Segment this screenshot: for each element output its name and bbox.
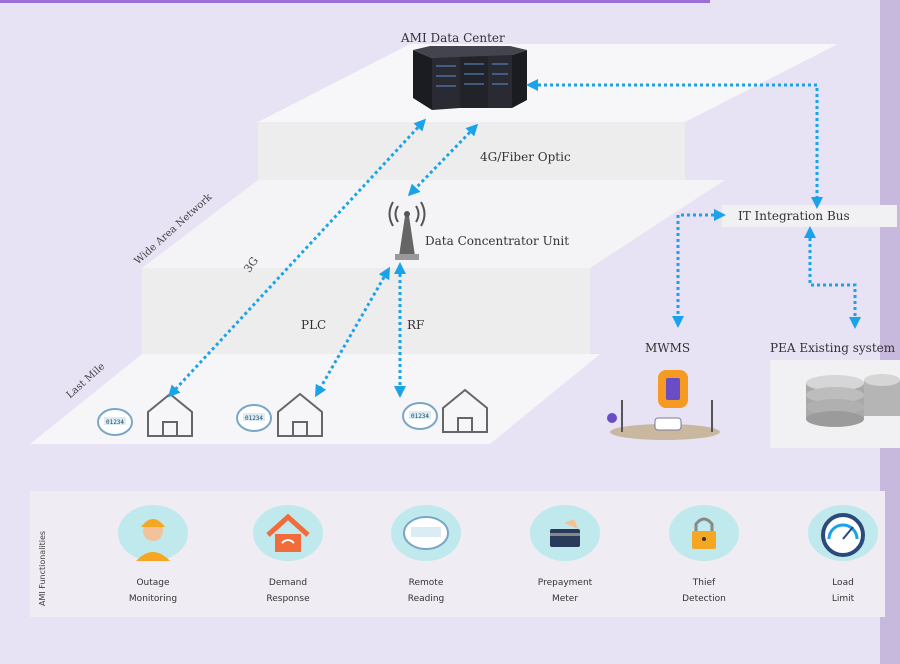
padlock-icon (692, 517, 716, 549)
layer-middle (142, 180, 725, 268)
link-fiber (407, 123, 479, 197)
mwms-field-icon (607, 370, 720, 440)
house-icon (442, 388, 488, 433)
right-edge-strip (880, 0, 900, 664)
layer-top (258, 44, 838, 122)
top-accent-bar (0, 0, 710, 3)
meter-reading: 01234 (245, 415, 263, 422)
rf-label: RF (407, 318, 425, 332)
link-datacenter-bus (526, 79, 823, 209)
dcu-label: Data Concentrator Unit (425, 234, 570, 248)
smart-meter-icon (402, 402, 438, 430)
data-center-label: AMI Data Center (401, 31, 505, 45)
func-label-line2: Response (266, 594, 310, 604)
house-icon (147, 392, 193, 437)
func-label-line1: Load (832, 578, 854, 588)
link-bus-mwms (672, 209, 726, 328)
card-payment-icon (550, 519, 580, 547)
link-plc (315, 266, 390, 398)
func-label-line1: Remote (408, 578, 444, 588)
func-label-line1: Thief (692, 578, 716, 588)
func-label-line2: Detection (682, 594, 726, 604)
smart-home-icon (266, 513, 310, 552)
link-3g (167, 118, 427, 398)
pea-label: PEA Existing system (770, 341, 896, 355)
smart-meter-icon (236, 404, 272, 432)
database-icon (806, 374, 900, 427)
layer-top-riser (258, 122, 685, 180)
meter-reading: 01234 (106, 419, 124, 426)
func-label-line2: Limit (831, 594, 855, 604)
func-label-line2: Reading (407, 594, 445, 604)
worker-icon (136, 519, 170, 561)
func-label-line1: Outage (136, 578, 170, 588)
functionalities-title: AMI Functionalities (38, 530, 47, 606)
func-label-line1: Demand (268, 578, 308, 588)
link-bus-pea (804, 226, 861, 329)
func-label-line1: Prepayment (537, 578, 593, 588)
mwms-label: MWMS (645, 341, 691, 355)
smart-meter-icon (403, 516, 449, 550)
gauge-icon (821, 513, 865, 557)
func-label-line2: Meter (551, 594, 579, 604)
smart-meter-icon (97, 408, 133, 436)
server-rack-icon (413, 46, 527, 110)
fiber-label: 4G/Fiber Optic (480, 150, 571, 164)
meter-reading: 01234 (411, 413, 429, 420)
func-label-line2: Monitoring (128, 594, 178, 604)
plc-label: PLC (301, 318, 327, 332)
it-bus-label: IT Integration Bus (738, 209, 850, 223)
it-bus-bar (722, 205, 897, 227)
